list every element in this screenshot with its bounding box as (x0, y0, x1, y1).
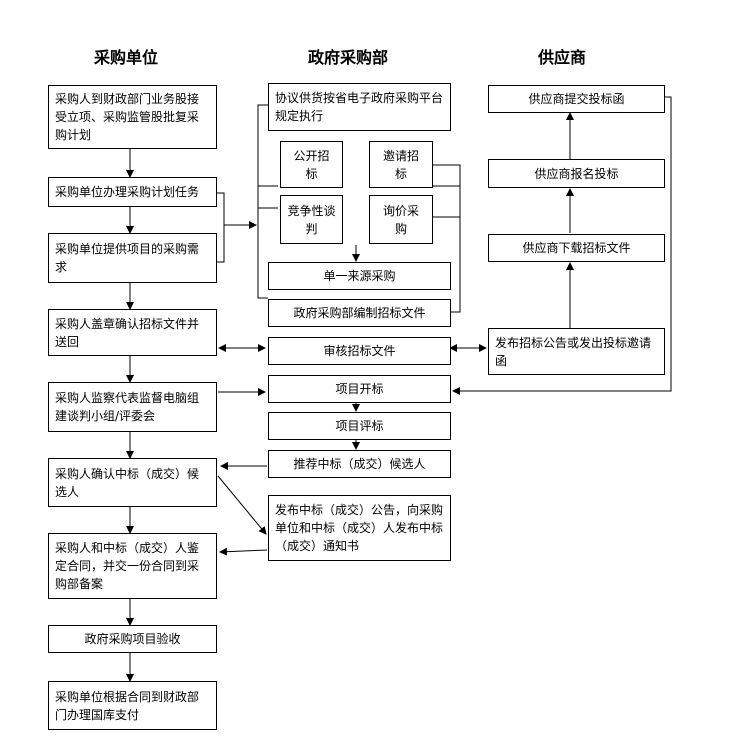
gov-step-bid-opening-text: 项目开标 (335, 382, 384, 396)
gov-step-prepare-docs: 政府采购部编制招标文件 (268, 299, 451, 327)
gov-step-bid-evaluation: 项目评标 (268, 412, 451, 440)
buyer-step-requirements-text: 采购单位提供项目的采购需求 (55, 242, 200, 274)
gov-method-open-tender-text: 公开招标 (293, 148, 330, 181)
bracket-gov-left (257, 104, 268, 299)
buyer-step-contract: 采购人和中标（成交）人鉴定合同，并交一份合同到采购部备案 (48, 533, 217, 599)
supplier-step-announcement-text: 发布招标公告或发出投标邀请函 (495, 335, 652, 368)
buyer-step-supervise: 采购人监察代表监督电脑组建谈判小组/评委会 (48, 382, 217, 432)
buyer-step-plan-task: 采购单位办理采购计划任务 (48, 177, 217, 207)
buyer-step-payment: 采购单位根据合同到财政部门办理国库支付 (48, 681, 217, 730)
buyer-step-plan-task-text: 采购单位办理采购计划任务 (55, 185, 200, 199)
arrow-g8-b7 (219, 547, 268, 556)
supplier-step-announcement: 发布招标公告或发出投标邀请函 (488, 328, 665, 375)
buyer-step-requirements: 采购单位提供项目的采购需求 (48, 233, 217, 283)
buyer-step-approval: 采购人到财政部门业务股接受立项、采购监管股批复采购计划 (48, 85, 217, 149)
supplier-step-download-docs-text: 供应商下载招标文件 (522, 241, 631, 255)
gov-step-agreement-supply-text: 协议供货按省电子政府采购平台规定执行 (275, 91, 444, 123)
bracket-gov-right (433, 164, 461, 313)
supplier-step-register: 供应商报名投标 (488, 159, 665, 188)
gov-step-review-docs: 审核招标文件 (268, 337, 451, 365)
buyer-step-approval-text: 采购人到财政部门业务股接受立项、采购监管股批复采购计划 (55, 92, 200, 142)
gov-step-review-docs-text: 审核招标文件 (323, 344, 396, 358)
header-supplier: 供应商 (538, 48, 587, 67)
gov-step-prepare-docs-text: 政府采购部编制招标文件 (293, 306, 426, 320)
buyer-step-confirm-docs-text: 采购人盖章确认招标文件并送回 (55, 316, 200, 349)
header-buyer: 采购单位 (94, 48, 159, 67)
buyer-step-confirm-winner: 采购人确认中标（成交）候选人 (48, 458, 217, 507)
buyer-step-confirm-winner-text: 采购人确认中标（成交）候选人 (55, 466, 200, 499)
gov-method-inquiry-text: 询价采购 (383, 203, 420, 236)
gov-step-agreement-supply: 协议供货按省电子政府采购平台规定执行 (268, 83, 451, 131)
gov-method-negotiation-text: 竞争性谈判 (287, 203, 336, 236)
arrow-b6-g8 (217, 475, 267, 535)
gov-step-recommend-candidate: 推荐中标（成交）候选人 (268, 450, 451, 478)
supplier-step-download-docs: 供应商下载招标文件 (488, 234, 665, 262)
gov-step-single-source-text: 单一来源采购 (323, 269, 396, 283)
gov-method-open-tender: 公开招标 (280, 141, 343, 188)
gov-step-bid-evaluation-text: 项目评标 (335, 419, 384, 433)
buyer-step-supervise-text: 采购人监察代表监督电脑组建谈判小组/评委会 (55, 391, 200, 423)
gov-step-bid-opening: 项目开标 (268, 375, 451, 403)
bracket-buyer-needs (217, 192, 225, 263)
buyer-step-confirm-docs: 采购人盖章确认招标文件并送回 (48, 309, 217, 356)
gov-step-recommend-candidate-text: 推荐中标（成交）候选人 (293, 457, 426, 471)
header-gov: 政府采购部 (308, 48, 389, 67)
gov-method-invited-tender: 邀请招标 (369, 141, 433, 188)
buyer-step-payment-text: 采购单位根据合同到财政部门办理国库支付 (55, 689, 200, 722)
gov-step-publish-result-text: 发布中标（成交）公告，向采购单位和中标（成交）人发布中标（成交）通知书 (275, 503, 444, 553)
gov-method-inquiry: 询价采购 (369, 195, 433, 244)
gov-method-negotiation: 竞争性谈判 (280, 195, 343, 244)
gov-step-publish-result: 发布中标（成交）公告，向采购单位和中标（成交）人发布中标（成交）通知书 (268, 495, 451, 561)
buyer-step-contract-text: 采购人和中标（成交）人鉴定合同，并交一份合同到采购部备案 (55, 541, 200, 591)
gov-step-single-source: 单一来源采购 (268, 262, 451, 290)
supplier-step-submit-bid: 供应商提交投标函 (488, 85, 665, 113)
arrow-s1-g5 (452, 96, 672, 395)
supplier-step-submit-bid-text: 供应商提交投标函 (528, 92, 625, 106)
buyer-step-acceptance-text: 政府采购项目验收 (84, 632, 181, 646)
supplier-step-register-text: 供应商报名投标 (534, 166, 619, 181)
buyer-step-acceptance: 政府采购项目验收 (48, 625, 217, 653)
gov-method-invited-tender-text: 邀请招标 (383, 148, 420, 181)
